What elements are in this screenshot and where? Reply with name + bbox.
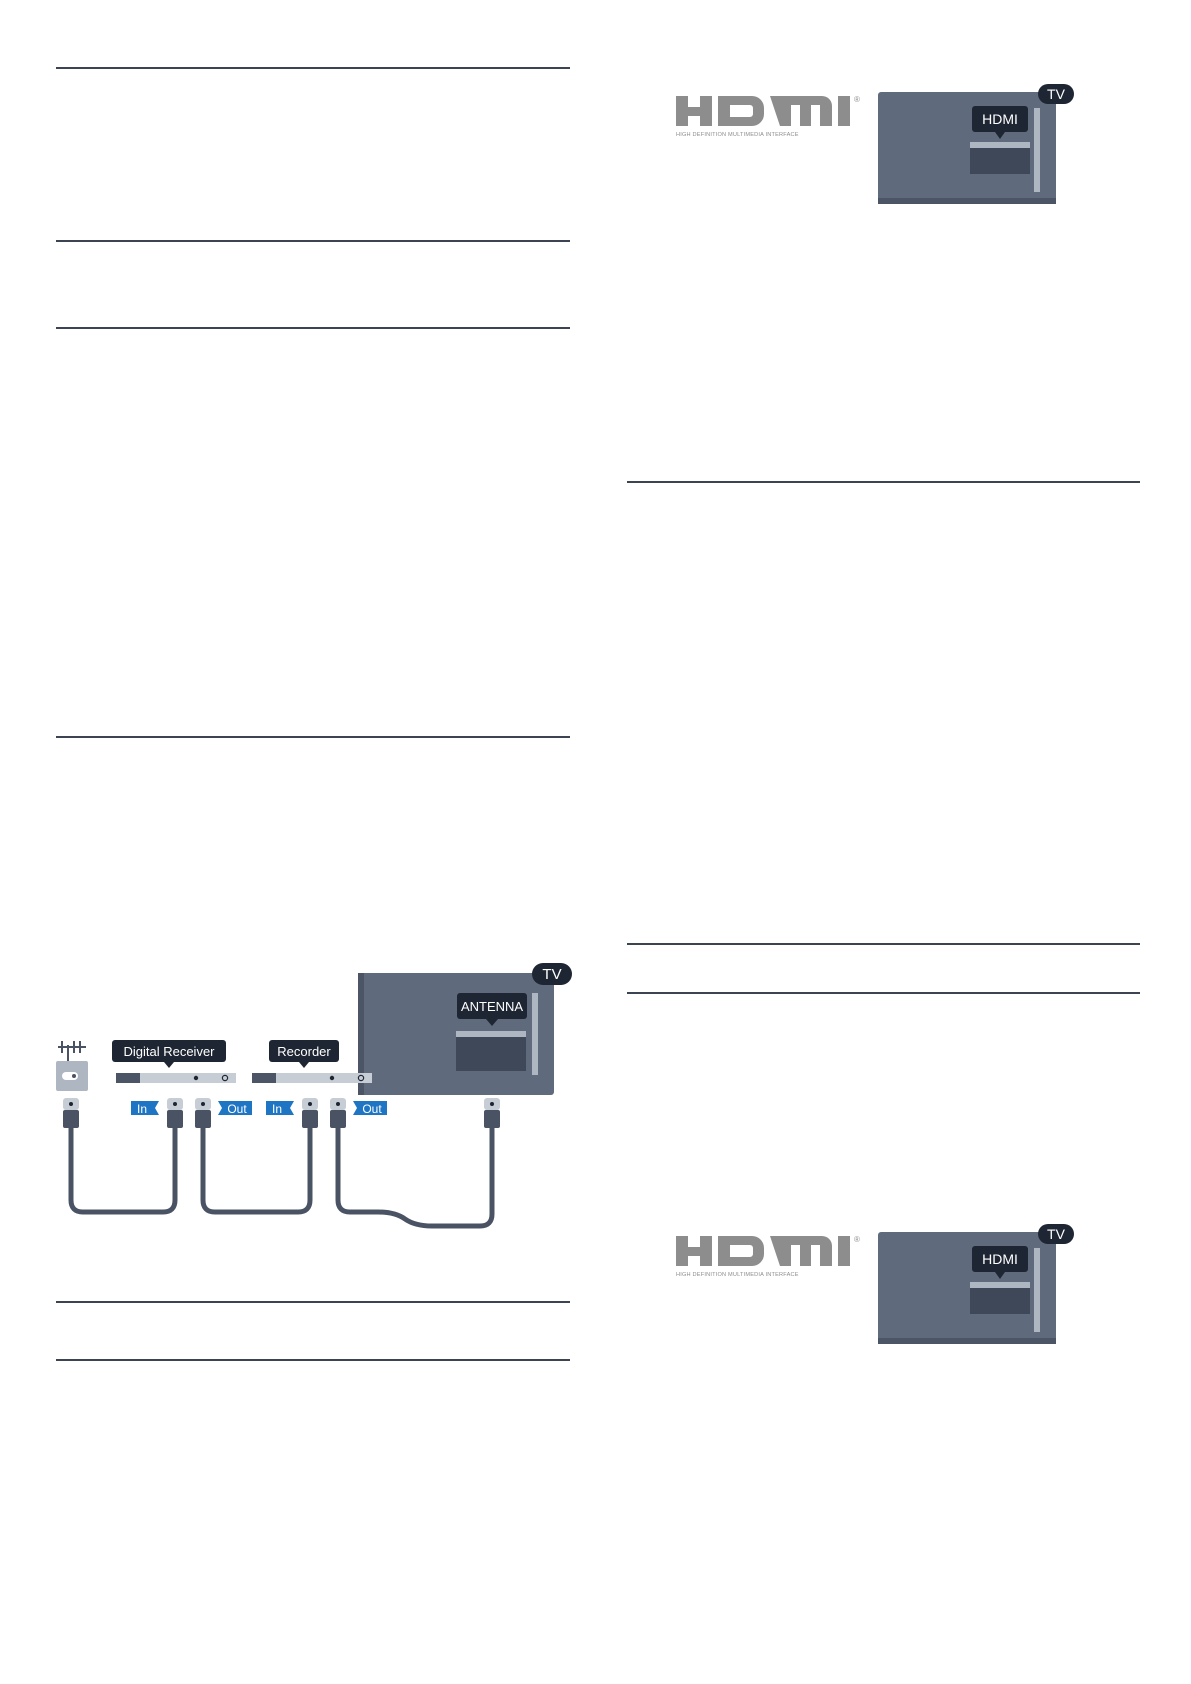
coax-cables (68, 1125, 495, 1229)
svg-text:Out: Out (362, 1102, 382, 1116)
divider-4 (56, 736, 570, 738)
recorder-label: Recorder (269, 1040, 339, 1068)
plug-recorder-in (302, 1098, 318, 1128)
tv-left-edge (358, 973, 364, 1095)
tv-illustration: HDMI TV (878, 84, 1074, 204)
tv-hdmi-slot (970, 1282, 1030, 1288)
hdmi-logo-mark: ® (854, 95, 860, 104)
tv-illustration: ANTENNA TV (358, 963, 572, 1095)
hdmi-connection-figure-2: ® HIGH DEFINITION MULTIMEDIA INTERFACE H… (676, 1224, 1074, 1344)
tv-badge: TV (532, 963, 572, 985)
recorder: Recorder (252, 1040, 372, 1083)
hdmi-callout: HDMI (972, 106, 1028, 139)
tv-badge: TV (1038, 1224, 1074, 1244)
svg-text:TV: TV (1047, 1226, 1066, 1242)
plug-tv (484, 1098, 500, 1128)
connector-plugs (63, 1098, 500, 1128)
svg-text:TV: TV (1047, 86, 1066, 102)
tv-antenna-slot (456, 1031, 526, 1037)
antenna-connection-figure: ANTENNA TV Digital Receiver (56, 963, 572, 1229)
tv-badge: TV (1038, 84, 1074, 104)
hdmi-logo-mark: ® (854, 1235, 860, 1244)
digital-receiver: Digital Receiver (112, 1040, 236, 1083)
cable-antenna-to-receiver (68, 1125, 178, 1215)
divider-8 (627, 943, 1140, 945)
plug-recorder-out (330, 1098, 346, 1128)
cable-receiver-to-recorder (200, 1125, 313, 1215)
hdmi-logo-icon (676, 96, 850, 126)
hdmi-logo-subtitle: HIGH DEFINITION MULTIMEDIA INTERFACE (676, 132, 799, 138)
svg-text:In: In (272, 1102, 282, 1116)
tv-hdmi-port (970, 1288, 1030, 1314)
tv-illustration: HDMI TV (878, 1224, 1074, 1344)
divider-9 (627, 992, 1140, 994)
antenna-icon (58, 1041, 86, 1061)
svg-text:Digital Receiver: Digital Receiver (123, 1044, 215, 1059)
svg-text:TV: TV (542, 966, 561, 983)
tv-side-strip (532, 993, 538, 1075)
tv-bottom-edge (878, 1338, 1056, 1344)
divider-5 (56, 1301, 570, 1303)
svg-text:HDMI: HDMI (982, 1251, 1018, 1267)
tv-side-strip (1034, 1248, 1040, 1332)
tv-side-strip (1034, 108, 1040, 192)
wall-socket (56, 1061, 88, 1091)
plug-antenna (63, 1098, 79, 1128)
svg-text:HDMI: HDMI (982, 111, 1018, 127)
divider-3 (56, 327, 570, 329)
divider-6 (56, 1359, 570, 1361)
hdmi-callout: HDMI (972, 1246, 1028, 1279)
plug-receiver-out (195, 1098, 211, 1128)
in-tag-1: In (131, 1101, 159, 1116)
antenna-callout: ANTENNA (457, 993, 527, 1026)
hdmi-connection-figure: ® HIGH DEFINITION MULTIMEDIA INTERFACE H… (676, 84, 1074, 204)
tv-hdmi-port (970, 148, 1030, 174)
tv-hdmi-slot (970, 142, 1030, 148)
cable-recorder-to-tv (335, 1125, 495, 1229)
in-tag-2: In (266, 1101, 294, 1116)
tv-antenna-port (456, 1037, 526, 1071)
hdmi-logo-subtitle: HIGH DEFINITION MULTIMEDIA INTERFACE (676, 1272, 799, 1278)
svg-text:Out: Out (227, 1102, 247, 1116)
out-tag-2: Out (353, 1101, 387, 1116)
tv-bottom-edge (878, 198, 1056, 204)
plug-receiver-in (167, 1098, 183, 1128)
hdmi-logo-icon (676, 1236, 850, 1266)
digital-receiver-label: Digital Receiver (112, 1040, 226, 1068)
divider-7 (627, 481, 1140, 483)
svg-text:ANTENNA: ANTENNA (461, 999, 523, 1014)
svg-text:In: In (137, 1102, 147, 1116)
out-tag-1: Out (218, 1101, 252, 1116)
divider-1 (56, 67, 570, 69)
svg-text:Recorder: Recorder (277, 1044, 331, 1059)
divider-2 (56, 240, 570, 242)
